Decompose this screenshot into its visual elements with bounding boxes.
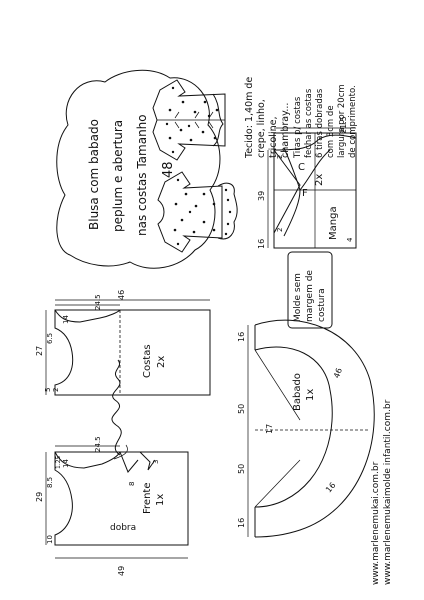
title-line-3: nas costas Tamanho xyxy=(135,114,149,236)
ruffle-dim-16b: 16 xyxy=(237,518,246,528)
ties-note: Tiras p/ costas fechar as costas 6 tiras… xyxy=(293,84,358,159)
front-label-qty: 1x xyxy=(155,494,166,506)
back-label-qty: 2x xyxy=(156,356,167,368)
ruffle-dim-17: 17 xyxy=(265,424,274,434)
sleeve-dim-39: 39 xyxy=(257,191,266,201)
sleeve-piece: F C Manga 2x 39 16 21.5 2 2 4 xyxy=(257,116,357,249)
fabric-line-1: Tecido: 1,40m de xyxy=(244,77,255,159)
sleeve-dim-215: 21.5 xyxy=(339,116,348,134)
title-line-1: Blusa com babado xyxy=(87,119,101,230)
sleeve-dim-2a: 2 xyxy=(276,155,284,159)
back-outline xyxy=(54,309,211,396)
ruffle-dim-50a: 50 xyxy=(237,404,246,414)
sleeve-label-f: F xyxy=(302,188,308,199)
back-dim-65: 6.5 xyxy=(46,333,54,344)
title-cloud: Blusa com babado peplum e abertura nas c… xyxy=(56,69,221,269)
back-dim-27: 27 xyxy=(35,346,44,356)
ruffle-dim-16a: 16 xyxy=(237,332,246,342)
ruffle-dim-50b: 50 xyxy=(237,464,246,474)
back-piece: Costas 2x 46 27 24.5 14 6.5 5 2 xyxy=(35,290,211,396)
front-dim-3: 3 xyxy=(152,460,160,464)
back-dim-245: 24.5 xyxy=(94,294,102,310)
back-dim-14: 14 xyxy=(62,315,70,324)
cloud-outline xyxy=(56,69,221,269)
fold-label: dobra xyxy=(110,523,136,533)
front-dim-125: 1.25 xyxy=(55,455,62,469)
ruffle-outer-arc xyxy=(254,319,375,538)
sleeve-label-manga: Manga xyxy=(328,206,339,240)
front-piece: Frente 1x dobra 29 49 24.5 14 8.5 10 1.2… xyxy=(35,436,189,576)
back-dim-46: 46 xyxy=(117,290,126,300)
back-dim-5: 5 xyxy=(44,388,52,392)
fabric-note: Tecido: 1,40m de crepe, linho, tricoline… xyxy=(244,77,291,159)
sleeve-label-qty: 2x xyxy=(314,174,325,186)
ties-line-1: Tiras p/ costas xyxy=(293,96,303,159)
fabric-line-2: crepe, linho, xyxy=(256,99,267,158)
front-dim-29: 29 xyxy=(35,492,44,502)
seam-line-3: costura xyxy=(317,288,327,322)
front-dim-49: 49 xyxy=(117,566,126,576)
sleeve-dim-16: 16 xyxy=(257,239,266,249)
ruffle-dim-46: 46 xyxy=(332,367,344,380)
url-2: www.marlenemukaimolde infantil.com.br xyxy=(383,399,393,585)
ruffle-dim-16c: 16 xyxy=(324,481,337,495)
ties-line-4: com 3cm de xyxy=(326,105,336,158)
back-dim-2: 2 xyxy=(52,388,60,392)
ruffle-label: Babado xyxy=(292,373,303,411)
front-label: Frente xyxy=(142,483,153,514)
ruffle-inner-arc xyxy=(254,346,333,508)
ties-line-3: 6 tiras dobradas xyxy=(315,88,325,158)
ruffle-label-qty: 1x xyxy=(305,389,316,401)
sleeve-dim-4: 4 xyxy=(346,237,354,242)
blouse-illustration-back xyxy=(152,79,226,161)
front-dim-245: 24.5 xyxy=(94,436,102,452)
front-dim-10: 10 xyxy=(46,535,54,544)
url-1: www.marlenemukai.com.br xyxy=(371,461,381,585)
front-dim-8: 8 xyxy=(128,482,136,486)
fabric-line-4: chambray... xyxy=(280,103,291,158)
ties-line-5: largura por 20cm xyxy=(337,84,347,158)
title-line-2: peplum e abertura xyxy=(111,120,125,232)
title-line-4: 48 xyxy=(161,161,176,178)
sleeve-dim-2b: 2 xyxy=(276,228,284,232)
front-dim-14: 14 xyxy=(62,459,70,468)
blouse-illustration-front xyxy=(157,171,238,253)
signature xyxy=(111,359,128,460)
seam-note: Molde sem margem de costura xyxy=(287,251,333,329)
ruffle-piece: Babado 1x 50 50 17 16 16 46 16 xyxy=(237,319,375,538)
seam-line-2: margem de xyxy=(305,270,315,322)
ties-line-6: de comprimento. xyxy=(348,85,358,158)
back-label: Costas xyxy=(142,344,153,378)
front-dim-85: 8.5 xyxy=(46,477,54,488)
front-outline xyxy=(54,451,189,546)
website-urls: www.marlenemukai.com.br www.marlenemukai… xyxy=(371,399,393,585)
sleeve-label-c: C xyxy=(298,162,305,173)
seam-line-1: Molde sem xyxy=(293,273,303,322)
ties-line-2: fechar as costas xyxy=(304,88,314,158)
